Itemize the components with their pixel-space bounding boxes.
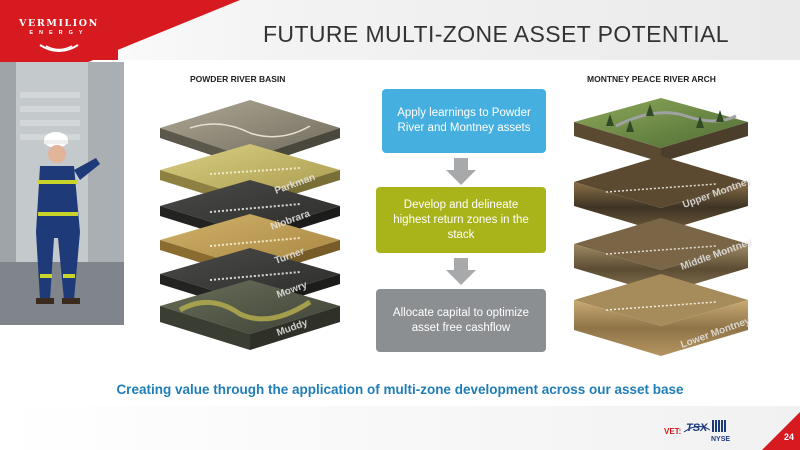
stack-right-surface [574,98,748,162]
tsx-nyse-logo: TSX NYSE [683,420,730,443]
flow-step-3: Allocate capital to optimize asset free … [376,289,546,352]
powder-river-stack: Parkman Niobrara Turner Mowry Muddy [160,100,340,350]
layer-upper-montney [574,156,748,232]
layer-muddy [160,280,340,350]
logo: VERMILION ENERGY [0,0,118,60]
layer-lower-montney [574,274,748,356]
page-corner [762,412,800,450]
flow-step-2: Develop and delineate highest return zon… [376,187,546,253]
tagline: Creating value through the application o… [116,382,684,397]
down-arrow-icon [446,258,476,285]
logo-subtitle: ENERGY [29,30,89,36]
nyse-logo-text: NYSE [711,436,730,443]
flow-step-1: Apply learnings to Powder River and Mont… [382,89,546,153]
down-arrow-icon [446,158,476,185]
page-number: 24 [783,432,794,442]
montney-label: MONTNEY PEACE RIVER ARCH [587,74,716,84]
logo-swoosh-icon [39,44,79,52]
ticker-label: VET: [664,427,682,436]
footer-band [0,406,800,450]
page-title: FUTURE MULTI-ZONE ASSET POTENTIAL [262,21,729,47]
worker-photo [0,62,124,325]
tsx-logo-text: TSX [686,422,708,434]
logo-name: VERMILION [19,18,99,29]
powder-river-label: POWDER RIVER BASIN [190,74,286,84]
montney-stack: Upper Montney Middle Montney Lower Montn… [574,98,754,356]
worker-illustration [0,62,124,325]
